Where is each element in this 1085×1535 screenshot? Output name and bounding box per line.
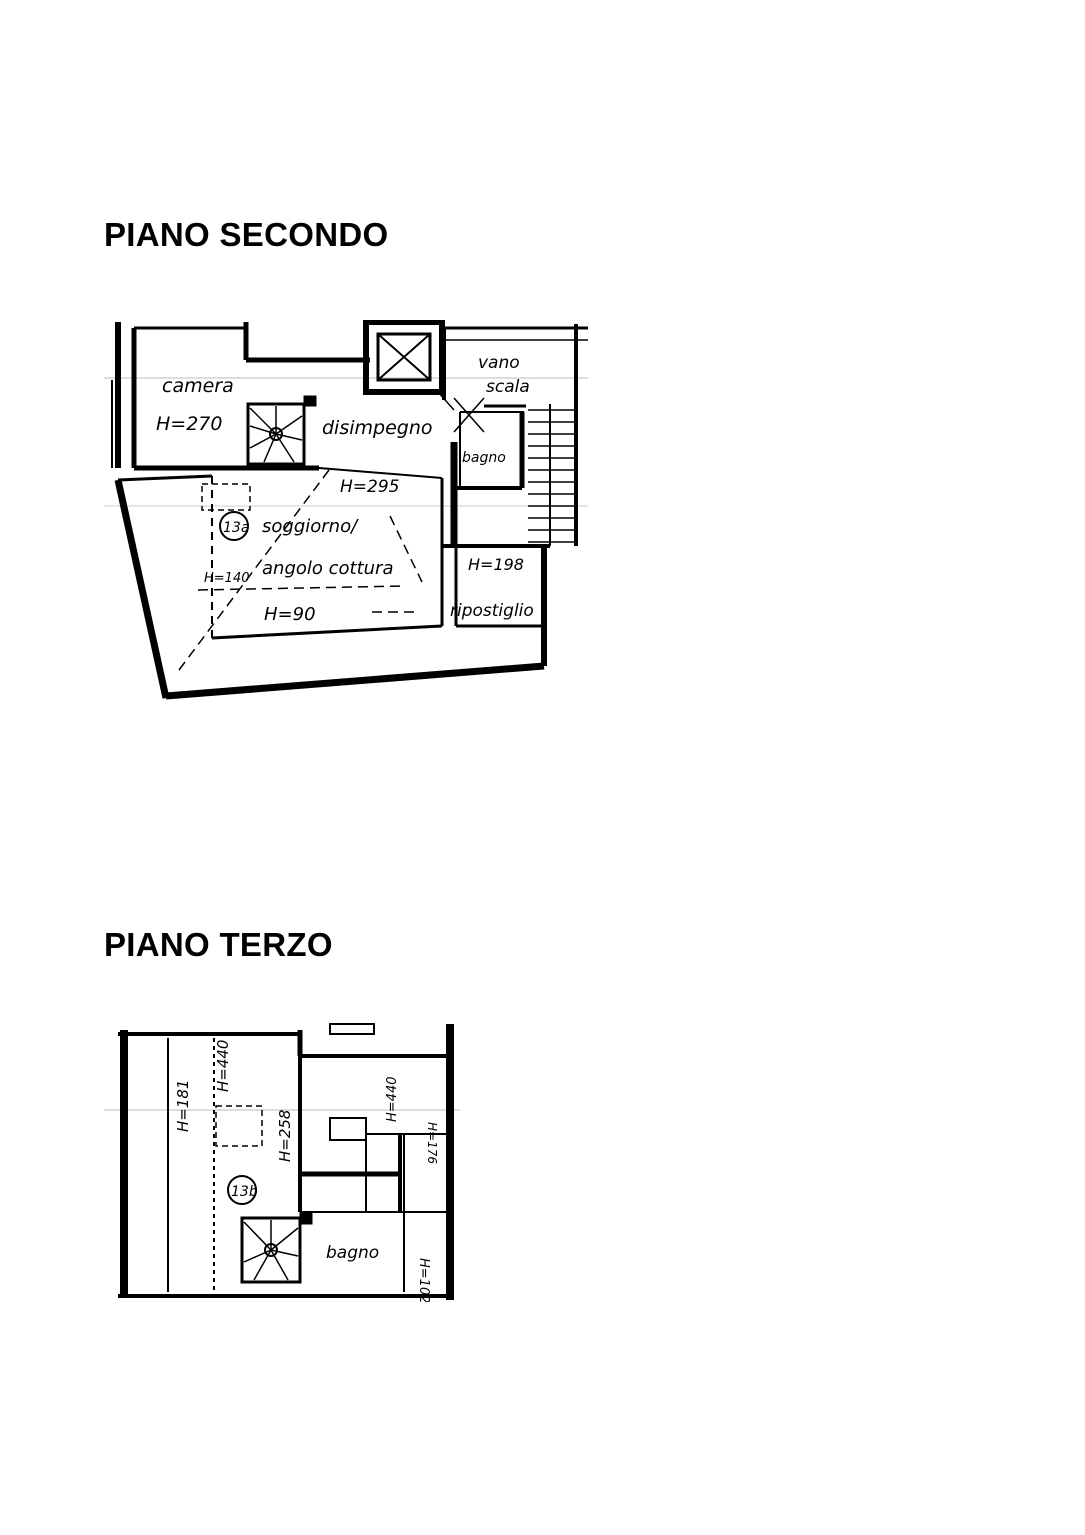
unit-id-floor3: 13b xyxy=(231,1184,258,1200)
label-camera: camera xyxy=(162,375,234,397)
floor3-unit-marker xyxy=(227,1175,257,1205)
elevator-shaft xyxy=(363,320,445,395)
skylight-outline xyxy=(201,483,251,511)
label-height-90: H=90 xyxy=(264,604,316,625)
floor3-outer-walls xyxy=(118,1024,454,1300)
door-swing xyxy=(437,391,485,433)
label-height-440-a: H=440 xyxy=(214,1040,232,1092)
label-height-102: H=102 xyxy=(416,1258,431,1302)
label-bagno: bagno xyxy=(462,450,506,466)
label-height-176: H=176 xyxy=(425,1122,439,1164)
floor2-plan: 13a camera H=270 disimpegno vano scala b… xyxy=(104,320,588,700)
soggiorno-walls xyxy=(114,467,550,700)
staircase-treads xyxy=(528,404,574,546)
floor3-inner-lines xyxy=(167,1023,450,1292)
floor3-skylight xyxy=(215,1105,263,1147)
label-bagno-floor3: bagno xyxy=(326,1243,379,1263)
unit-id-floor2: 13a xyxy=(223,520,249,536)
label-height-258: H=258 xyxy=(276,1110,294,1162)
label-height-198: H=198 xyxy=(468,555,524,574)
label-camera-height: H=270 xyxy=(156,413,222,435)
label-height-140: H=140 xyxy=(204,571,249,586)
label-soggiorno: soggiorno/ xyxy=(262,516,359,537)
camera-walls xyxy=(111,322,370,471)
label-vano: vano xyxy=(478,353,520,373)
floor3-spiral-stair xyxy=(240,1211,313,1284)
floor3-heading: PIANO TERZO xyxy=(104,926,333,963)
label-ripostiglio: ripostiglio xyxy=(450,601,534,621)
label-disimpegno: disimpegno xyxy=(322,417,433,439)
floor3-plan: 13b H=181 H=440 H=258 H=440 H=176 H=102 … xyxy=(104,1023,460,1302)
label-height-181: H=181 xyxy=(174,1080,192,1132)
slope-lines xyxy=(178,469,423,671)
spiral-stair xyxy=(246,395,317,466)
label-angolo-cottura: angolo cottura xyxy=(262,558,393,579)
label-scala: scala xyxy=(486,377,530,397)
label-soggiorno-height: H=295 xyxy=(340,477,399,497)
unit-marker xyxy=(219,511,249,541)
floor2-heading: PIANO SECONDO xyxy=(104,216,389,253)
label-height-440-b: H=440 xyxy=(385,1077,400,1122)
